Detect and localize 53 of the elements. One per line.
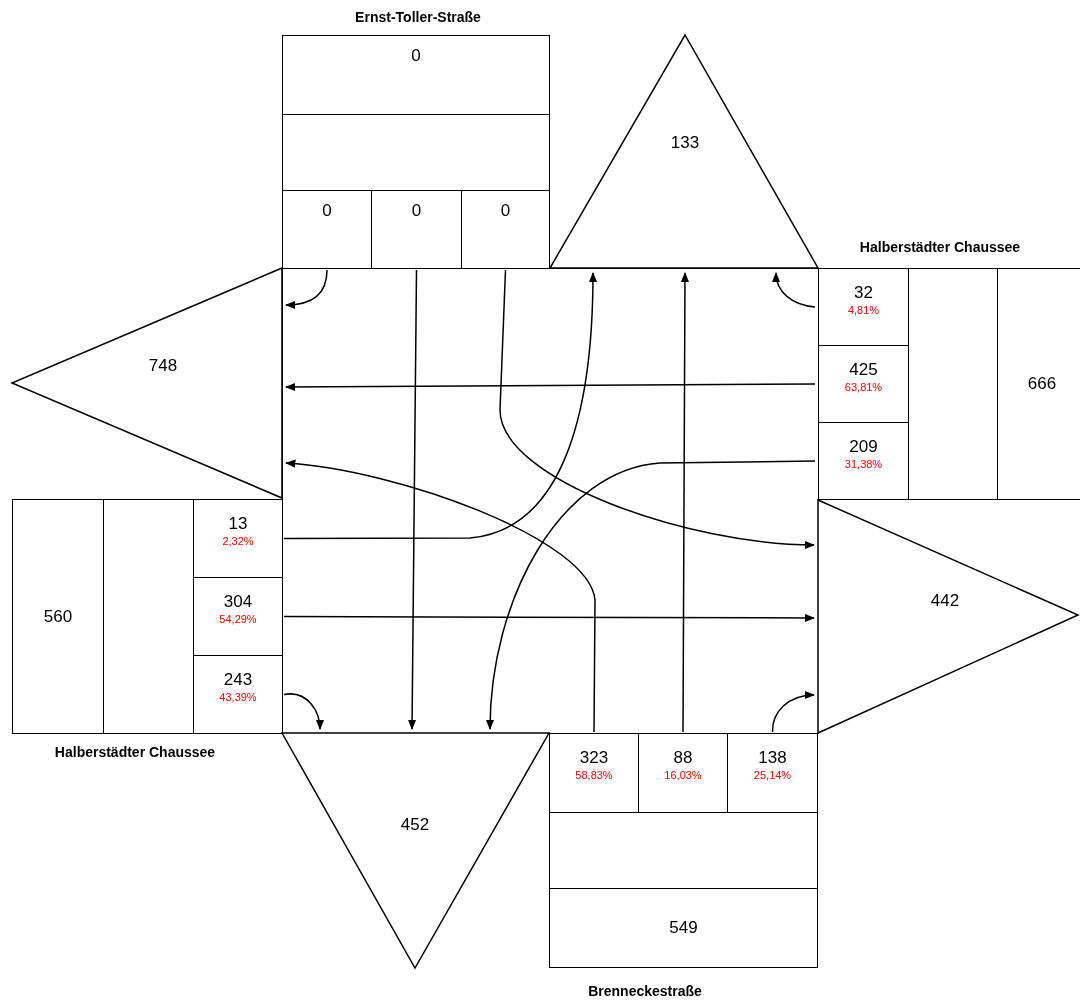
percentage: 2,32% <box>222 534 254 548</box>
empty-box <box>103 499 194 734</box>
traffic-count: 452 <box>400 815 430 835</box>
arrow <box>284 269 328 309</box>
traffic-count: 748 <box>148 356 178 376</box>
street-name: Ernst-Toller-Straße <box>355 9 481 25</box>
percentage: 58,83% <box>575 768 613 782</box>
traffic-count: 0 <box>411 201 422 221</box>
empty-box <box>282 114 550 191</box>
traffic-count: 442 <box>930 591 960 611</box>
total-box <box>12 499 104 734</box>
traffic-count: 425 <box>849 360 878 380</box>
total-box <box>549 888 818 968</box>
traffic-count: 13 <box>228 514 248 534</box>
arrow <box>680 271 690 733</box>
traffic-count: 0 <box>500 201 511 221</box>
arrow <box>283 693 324 731</box>
arrow <box>772 271 816 308</box>
empty-box <box>549 812 818 889</box>
street-name: Brenneckestraße <box>588 983 702 999</box>
percentage: 25,14% <box>753 768 792 782</box>
traffic-count: 0 <box>322 201 332 221</box>
arrow <box>486 460 816 731</box>
street-name: Halberstädter Chaussee <box>54 744 216 760</box>
arrow <box>283 613 816 623</box>
empty-box <box>908 268 998 500</box>
traffic-count: 138 <box>758 748 787 768</box>
percentage: 4,81% <box>847 303 880 317</box>
percentage: 43,39% <box>219 690 257 704</box>
arrow <box>771 691 816 733</box>
street-name: Halberstädter Chaussee <box>859 239 1021 255</box>
traffic-count: 560 <box>43 606 73 627</box>
total-box <box>282 35 550 115</box>
arrow <box>284 382 816 392</box>
traffic-count: 209 <box>849 437 878 457</box>
arrow <box>284 459 596 733</box>
total-box <box>997 268 1080 500</box>
percentage: 63,81% <box>844 380 883 394</box>
traffic-count: 666 <box>1027 374 1057 394</box>
traffic-count: 243 <box>223 670 253 690</box>
traffic-count: 88 <box>673 748 693 768</box>
arrow <box>407 269 418 731</box>
percentage: 54,29% <box>219 612 257 626</box>
traffic-count: 304 <box>223 592 253 612</box>
traffic-count: 133 <box>670 133 700 153</box>
traffic-count: 323 <box>579 748 609 768</box>
traffic-count: 0 <box>411 46 421 66</box>
traffic-count: 32 <box>854 283 873 303</box>
percentage: 16,03% <box>664 768 702 782</box>
percentage: 31,38% <box>844 457 883 471</box>
arrow <box>283 271 597 540</box>
arrow <box>499 269 816 549</box>
traffic-count: 549 <box>669 918 698 938</box>
